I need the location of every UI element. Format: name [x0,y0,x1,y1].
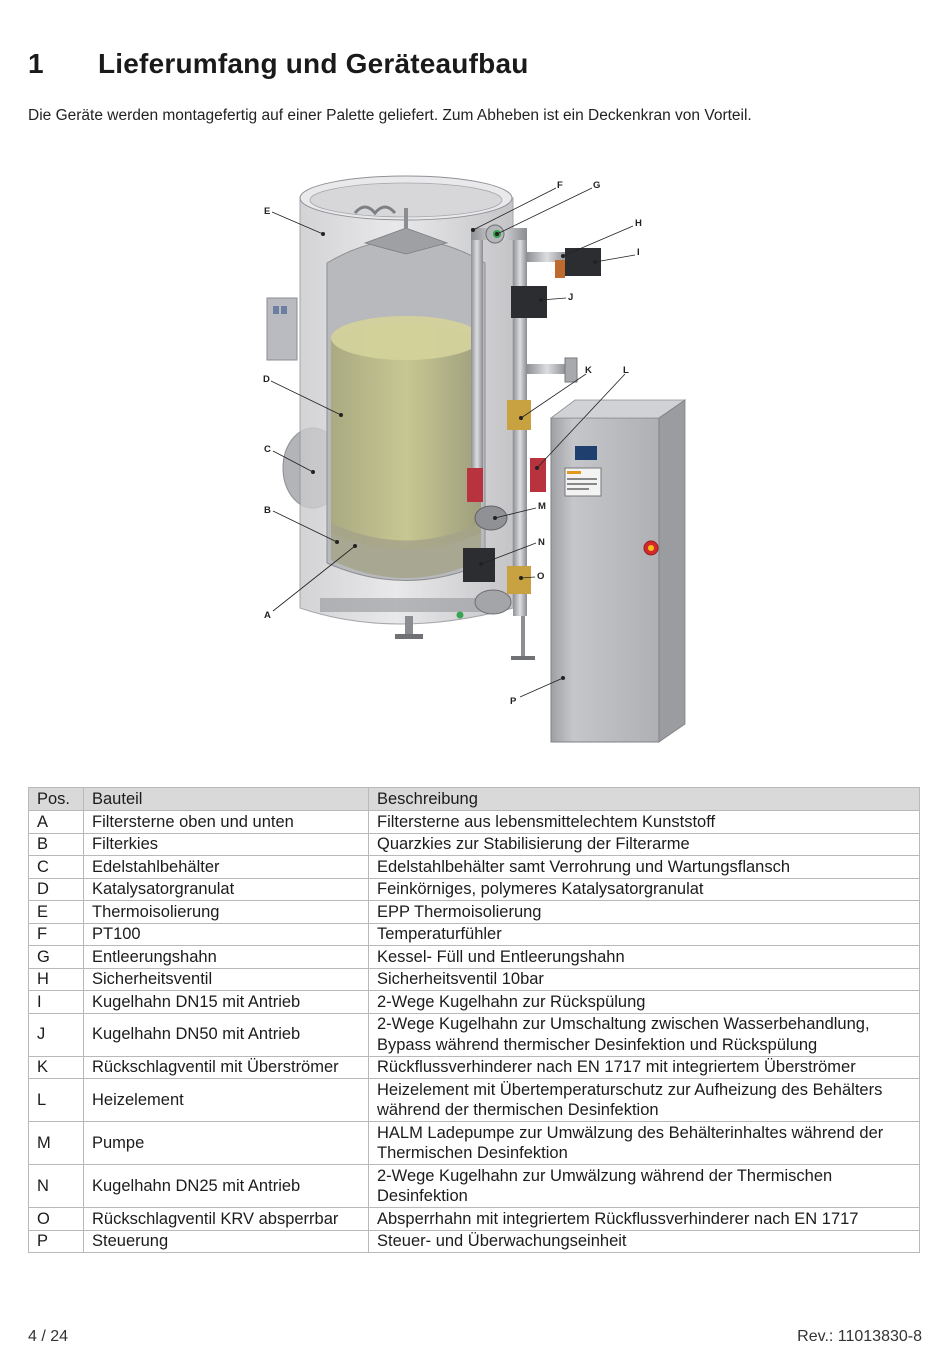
row-part: Sicherheitsventil [83,967,369,991]
callout-j: J [568,292,573,303]
row-description: Steuer- und Überwachungseinheit [368,1229,920,1253]
row-part: Rückschlagventil KRV absperrbar [83,1207,369,1231]
row-pos: B [28,832,84,856]
callout-n: N [538,537,545,548]
row-description: Edelstahlbehälter samt Verrohrung und Wa… [368,855,920,879]
row-description: HALM Ladepumpe zur Umwälzung des Behälte… [368,1121,920,1165]
row-part: Pumpe [83,1121,369,1165]
callout-a: A [264,610,271,621]
row-pos: C [28,855,84,879]
page-number: 4 / 24 [28,1328,69,1345]
row-description: Heizelement mit Übertemperaturschutz zur… [368,1078,920,1122]
row-part: Kugelhahn DN25 mit Antrieb [83,1164,369,1208]
table-header-row: Pos. Bauteil Beschreibung [28,787,920,811]
row-pos: D [28,877,84,901]
row-part: Filterkies [83,832,369,856]
row-description: Feinkörniges, polymeres Katalysatorgranu… [368,877,920,901]
row-part: Katalysatorgranulat [83,877,369,901]
section-heading: 1 Lieferumfang und Geräteaufbau [28,48,529,80]
section-title: Lieferumfang und Geräteaufbau [98,48,529,79]
row-part: PT100 [83,922,369,946]
callout-c: C [264,444,271,455]
callout-m: M [538,501,546,512]
row-pos: F [28,922,84,946]
row-description: Temperaturfühler [368,922,920,946]
row-description: 2-Wege Kugelhahn zur Umwälzung während d… [368,1164,920,1208]
row-description: Quarzkies zur Stabilisierung der Filtera… [368,832,920,856]
row-part: Kugelhahn DN50 mit Antrieb [83,1012,369,1057]
row-description: 2-Wege Kugelhahn zur Rückspülung [368,990,920,1014]
row-description: 2-Wege Kugelhahn zur Umschaltung zwische… [368,1012,920,1057]
row-description: Kessel- Füll und Entleerungshahn [368,945,920,969]
row-part: Kugelhahn DN15 mit Antrieb [83,990,369,1014]
row-description: Sicherheitsventil 10bar [368,967,920,991]
row-pos: L [28,1078,84,1122]
callout-h: H [635,218,642,229]
row-pos: O [28,1207,84,1231]
row-part: Entleerungshahn [83,945,369,969]
header-pos: Pos. [28,787,84,811]
row-pos: J [28,1012,84,1057]
device-illustration: E D C B A F G H I [245,168,715,780]
row-description: Rückflussverhinderer nach EN 1717 mit in… [368,1055,920,1079]
callout-k: K [585,365,592,376]
callout-i: I [637,247,640,258]
row-description: Absperrhahn mit integriertem Rückflussve… [368,1207,920,1231]
section-number: 1 [28,48,44,79]
row-pos: N [28,1164,84,1208]
header-description: Beschreibung [368,787,920,811]
callout-p: P [510,696,517,707]
callout-o: O [537,571,544,582]
revision-number: Rev.: 11013830-8 [797,1328,922,1345]
device-drawing: E D C B A F G H I [263,175,687,743]
row-description: EPP Thermoisolierung [368,900,920,924]
row-pos: G [28,945,84,969]
row-part: Edelstahlbehälter [83,855,369,879]
callout-l: L [623,365,629,376]
row-part: Steuerung [83,1229,369,1253]
callout-e: E [264,206,270,217]
intro-text: Die Geräte werden montagefertig auf eine… [28,107,752,124]
row-pos: P [28,1229,84,1253]
row-pos: M [28,1121,84,1165]
row-part: Filtersterne oben und unten [83,810,369,834]
callout-labels: E D C B A F G H I [263,180,642,707]
header-part: Bauteil [83,787,369,811]
row-description: Filtersterne aus lebensmittelechtem Kuns… [368,810,920,834]
callout-b: B [264,505,271,516]
row-pos: H [28,967,84,991]
row-part: Heizelement [83,1078,369,1122]
row-pos: A [28,810,84,834]
row-part: Rückschlagventil mit Überströmer [83,1055,369,1079]
row-pos: E [28,900,84,924]
callout-g: G [593,180,600,191]
row-part: Thermoisolierung [83,900,369,924]
callout-d: D [263,374,270,385]
row-pos: I [28,990,84,1014]
row-pos: K [28,1055,84,1079]
callout-f: F [557,180,563,191]
